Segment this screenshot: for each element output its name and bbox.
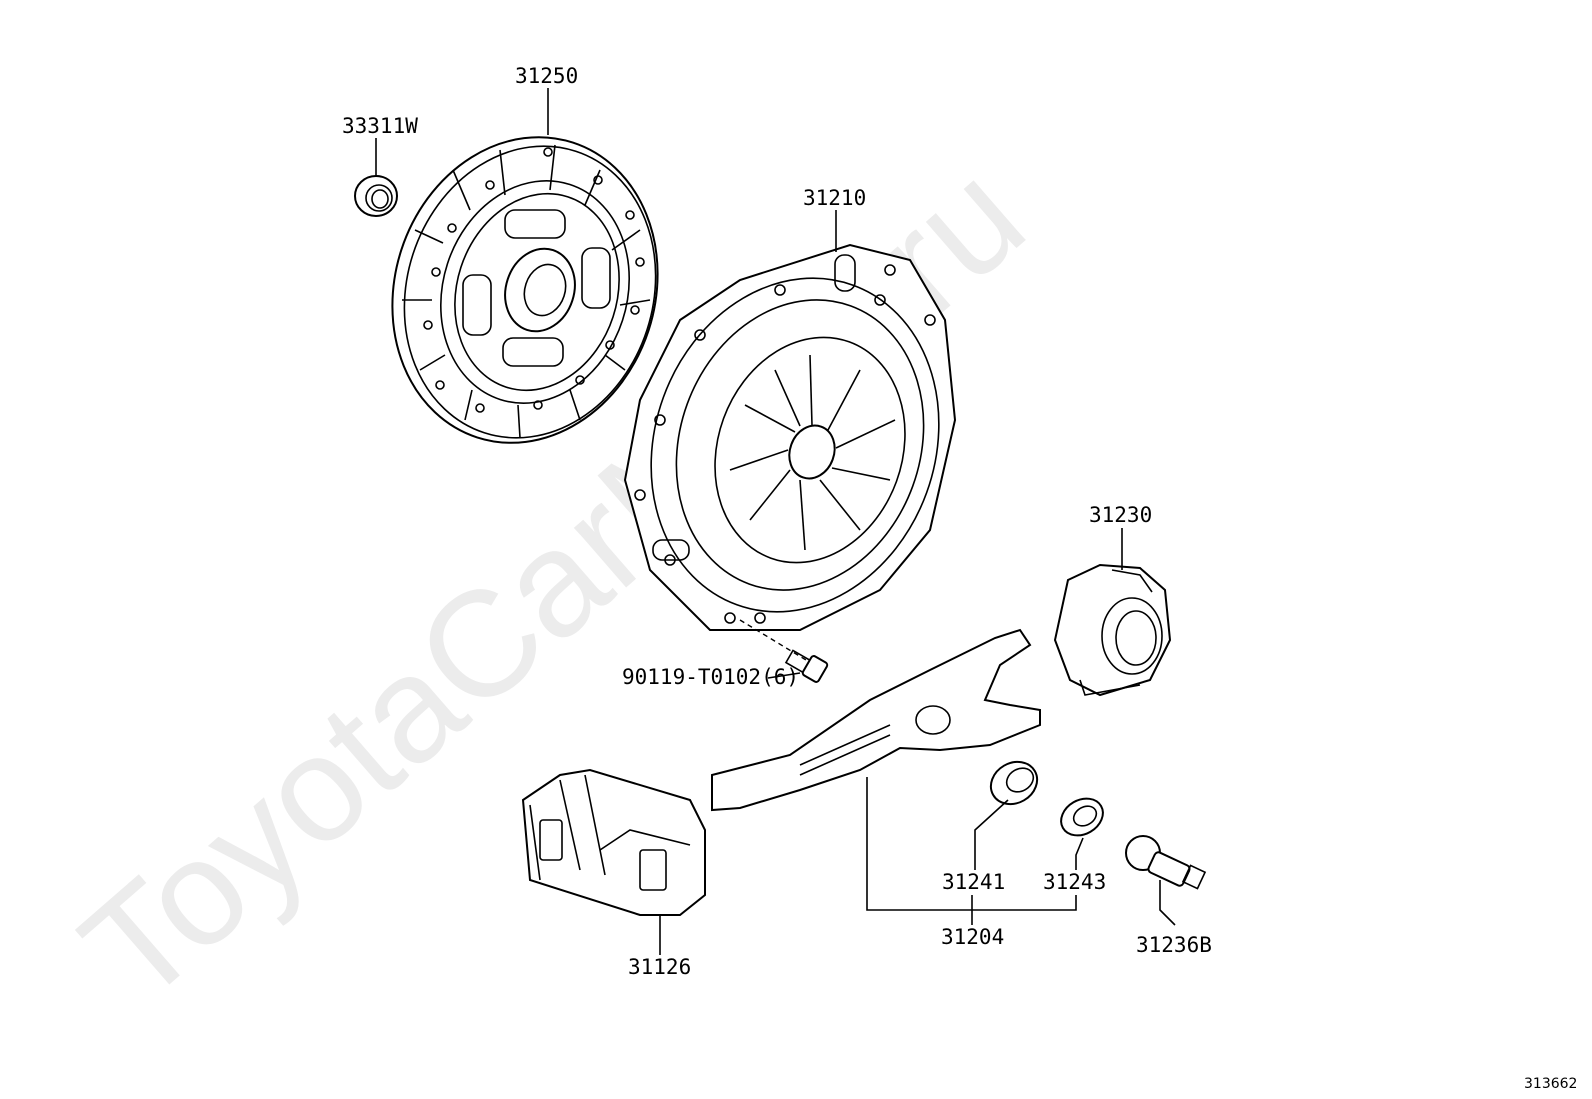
- label-31241: 31241: [942, 870, 1005, 894]
- part-31126-boot[interactable]: [521, 768, 706, 916]
- label-90119: 90119-T0102(6): [622, 665, 799, 689]
- diagram-id: 313662: [1524, 1076, 1577, 1092]
- label-31204: 31204: [941, 925, 1004, 949]
- part-31204-release-fork[interactable]: [711, 628, 1041, 812]
- label-31250: 31250: [515, 64, 578, 88]
- label-33311W: 33311W: [342, 114, 418, 138]
- part-31236B-pivot[interactable]: [1125, 835, 1207, 890]
- label-31236B: 31236B: [1136, 933, 1212, 957]
- part-31250-clutch-disc[interactable]: [353, 102, 696, 477]
- label-31243: 31243: [1043, 870, 1106, 894]
- part-33311W-bearing[interactable]: [354, 175, 398, 217]
- part-31230-release-bearing[interactable]: [1053, 563, 1172, 697]
- part-31243-clip[interactable]: [1054, 791, 1109, 842]
- label-31230: 31230: [1089, 503, 1152, 527]
- label-31210: 31210: [803, 186, 866, 210]
- leader-lines: [375, 88, 1176, 955]
- part-31241-ring[interactable]: [983, 754, 1045, 813]
- part-90119-bolt[interactable]: [784, 649, 829, 683]
- label-31126: 31126: [628, 955, 691, 979]
- part-31210-clutch-cover[interactable]: [605, 237, 984, 652]
